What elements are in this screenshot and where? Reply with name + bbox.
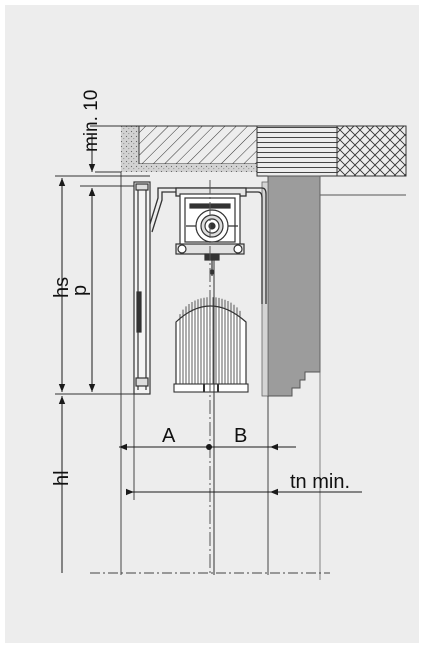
center-point [206, 444, 212, 450]
label-hl: hl [51, 470, 73, 486]
masonry-crosshatch [336, 125, 407, 177]
lintel-structure [121, 125, 407, 196]
label-A: A [162, 425, 176, 447]
rolled-shutter [173, 297, 249, 393]
lintel-hatched [138, 125, 258, 165]
insulation-layer [256, 125, 338, 177]
dimension-lines [58, 135, 362, 573]
label-tn-min: tn min. [290, 471, 350, 493]
guide-rail [133, 181, 151, 395]
label-p: p [69, 285, 91, 296]
label-hs: hs [51, 277, 73, 298]
label-min-10: min. 10 [81, 90, 102, 152]
concrete-strip [121, 126, 139, 172]
wall-reveal [261, 175, 321, 580]
label-B: B [234, 425, 247, 447]
center-axis [209, 180, 215, 575]
shutter-box [149, 187, 267, 304]
plaster-layer [121, 164, 257, 172]
